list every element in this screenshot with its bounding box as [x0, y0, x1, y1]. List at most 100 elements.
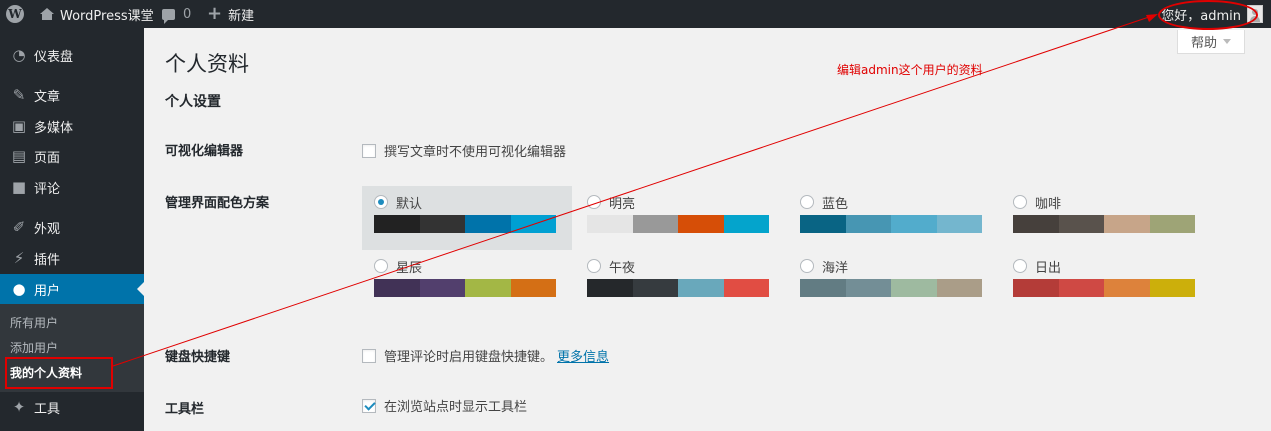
keyboard-shortcuts-label: 键盘快捷键: [165, 350, 231, 365]
site-name-link[interactable]: WordPress课堂: [40, 0, 154, 28]
color-swatch: [510, 279, 556, 297]
user-icon: ●: [12, 280, 26, 298]
annotation-highlight-box: [5, 357, 113, 389]
color-swatch: [587, 279, 633, 297]
color-swatch: [723, 215, 769, 233]
color-scheme-option[interactable]: 午夜: [575, 250, 785, 314]
color-swatches: [587, 215, 777, 233]
color-scheme-name: 海洋: [822, 260, 849, 276]
color-swatch: [1013, 215, 1059, 233]
menu-users[interactable]: ● 用户: [0, 274, 144, 304]
help-button[interactable]: 帮助: [1177, 30, 1245, 54]
color-scheme-radio[interactable]: [800, 195, 814, 209]
menu-comments[interactable]: ■ 评论: [0, 172, 144, 202]
color-scheme-option[interactable]: 蓝色: [788, 186, 998, 250]
color-swatch: [936, 279, 982, 297]
color-scheme-option[interactable]: 默认: [362, 186, 572, 250]
color-scheme-option[interactable]: 海洋: [788, 250, 998, 314]
plus-icon: +: [207, 3, 223, 24]
new-label: 新建: [228, 8, 255, 24]
color-swatch: [936, 215, 982, 233]
color-swatch: [632, 215, 678, 233]
color-swatches: [800, 215, 990, 233]
color-scheme-label: 管理界面配色方案: [165, 196, 270, 211]
wordpress-logo-icon[interactable]: W: [4, 0, 26, 28]
color-swatches: [374, 215, 564, 233]
wordpress-logo-mark: W: [6, 5, 24, 23]
keyboard-shortcuts-option[interactable]: 管理评论时启用键盘快捷键。 更多信息: [362, 346, 609, 365]
menu-label: 工具: [34, 401, 61, 417]
color-scheme-option[interactable]: 咖啡: [1001, 186, 1211, 250]
color-scheme-option[interactable]: 日出: [1001, 250, 1211, 314]
color-scheme-name: 日出: [1035, 260, 1062, 276]
main-content: 帮助 个人资料 个人设置 可视化编辑器 撰写文章时不使用可视化编辑器 管理界面配…: [144, 28, 1271, 431]
color-scheme-radio[interactable]: [800, 259, 814, 273]
color-swatch: [678, 279, 724, 297]
menu-label: 仪表盘: [34, 49, 74, 65]
color-scheme-option[interactable]: 星辰: [362, 250, 572, 314]
menu-tools[interactable]: ✦ 工具: [0, 392, 144, 422]
plugin-icon: ⚡: [13, 249, 25, 267]
visual-editor-option[interactable]: 撰写文章时不使用可视化编辑器: [362, 141, 566, 160]
color-swatch: [465, 215, 511, 233]
color-swatch: [510, 215, 556, 233]
color-scheme-option[interactable]: 明亮: [575, 186, 785, 250]
color-scheme-name: 默认: [396, 196, 423, 212]
color-swatch: [800, 279, 846, 297]
color-scheme-radio[interactable]: [587, 259, 601, 273]
menu-label: 用户: [34, 283, 61, 299]
visual-editor-label: 可视化编辑器: [165, 144, 244, 159]
keyboard-shortcuts-checkbox[interactable]: [362, 348, 376, 363]
color-swatches: [374, 279, 564, 297]
menu-label: 外观: [34, 221, 61, 237]
visual-editor-checkbox[interactable]: [362, 143, 376, 158]
menu-label: 页面: [34, 150, 61, 166]
color-scheme-name: 明亮: [609, 196, 636, 212]
color-swatch: [845, 279, 891, 297]
menu-media[interactable]: ▣ 多媒体: [0, 111, 144, 141]
color-swatch: [1058, 215, 1104, 233]
color-swatches: [800, 279, 990, 297]
submenu-my-profile[interactable]: 我的个人资料: [10, 366, 83, 380]
page-title: 个人资料: [165, 52, 249, 76]
color-swatch: [723, 279, 769, 297]
submenu-all-users[interactable]: 所有用户: [10, 316, 59, 330]
color-swatch: [891, 279, 937, 297]
new-content-menu[interactable]: + 新建: [207, 0, 254, 28]
annotation-highlight-ellipse: [1158, 0, 1258, 30]
color-swatch: [465, 279, 511, 297]
color-swatch: [632, 279, 678, 297]
menu-plugins[interactable]: ⚡ 插件: [0, 243, 144, 273]
color-scheme-name: 星辰: [396, 260, 423, 276]
color-swatch: [1013, 279, 1059, 297]
wrench-icon: ✦: [12, 398, 26, 416]
more-info-link[interactable]: 更多信息: [557, 350, 610, 365]
home-icon: [40, 8, 54, 20]
toolbar-option[interactable]: 在浏览站点时显示工具栏: [362, 396, 527, 415]
color-scheme-radio[interactable]: [1013, 195, 1027, 209]
menu-appearance[interactable]: ✐ 外观: [0, 212, 144, 242]
color-scheme-radio[interactable]: [1013, 259, 1027, 273]
menu-pages[interactable]: ▤ 页面: [0, 141, 144, 171]
dashboard-icon: ◔: [12, 46, 26, 64]
comments-link[interactable]: 0: [162, 0, 191, 28]
menu-posts[interactable]: ✎ 文章: [0, 80, 144, 110]
media-icon: ▣: [11, 117, 27, 135]
color-scheme-name: 咖啡: [1035, 196, 1062, 212]
color-swatches: [1013, 279, 1203, 297]
color-swatch: [1104, 215, 1150, 233]
color-scheme-radio[interactable]: [374, 195, 388, 209]
menu-label: 多媒体: [34, 120, 74, 136]
color-swatch: [1149, 215, 1195, 233]
color-scheme-radio[interactable]: [587, 195, 601, 209]
menu-dashboard[interactable]: ◔ 仪表盘: [0, 40, 144, 70]
annotation-text: 编辑admin这个用户的资料: [837, 63, 983, 77]
color-swatch: [374, 279, 420, 297]
color-swatch: [587, 215, 633, 233]
toolbar-checkbox[interactable]: [362, 398, 376, 413]
section-title: 个人设置: [165, 94, 221, 110]
submenu-add-user[interactable]: 添加用户: [10, 341, 59, 355]
color-swatches: [587, 279, 777, 297]
color-scheme-radio[interactable]: [374, 259, 388, 273]
color-swatch: [374, 215, 420, 233]
